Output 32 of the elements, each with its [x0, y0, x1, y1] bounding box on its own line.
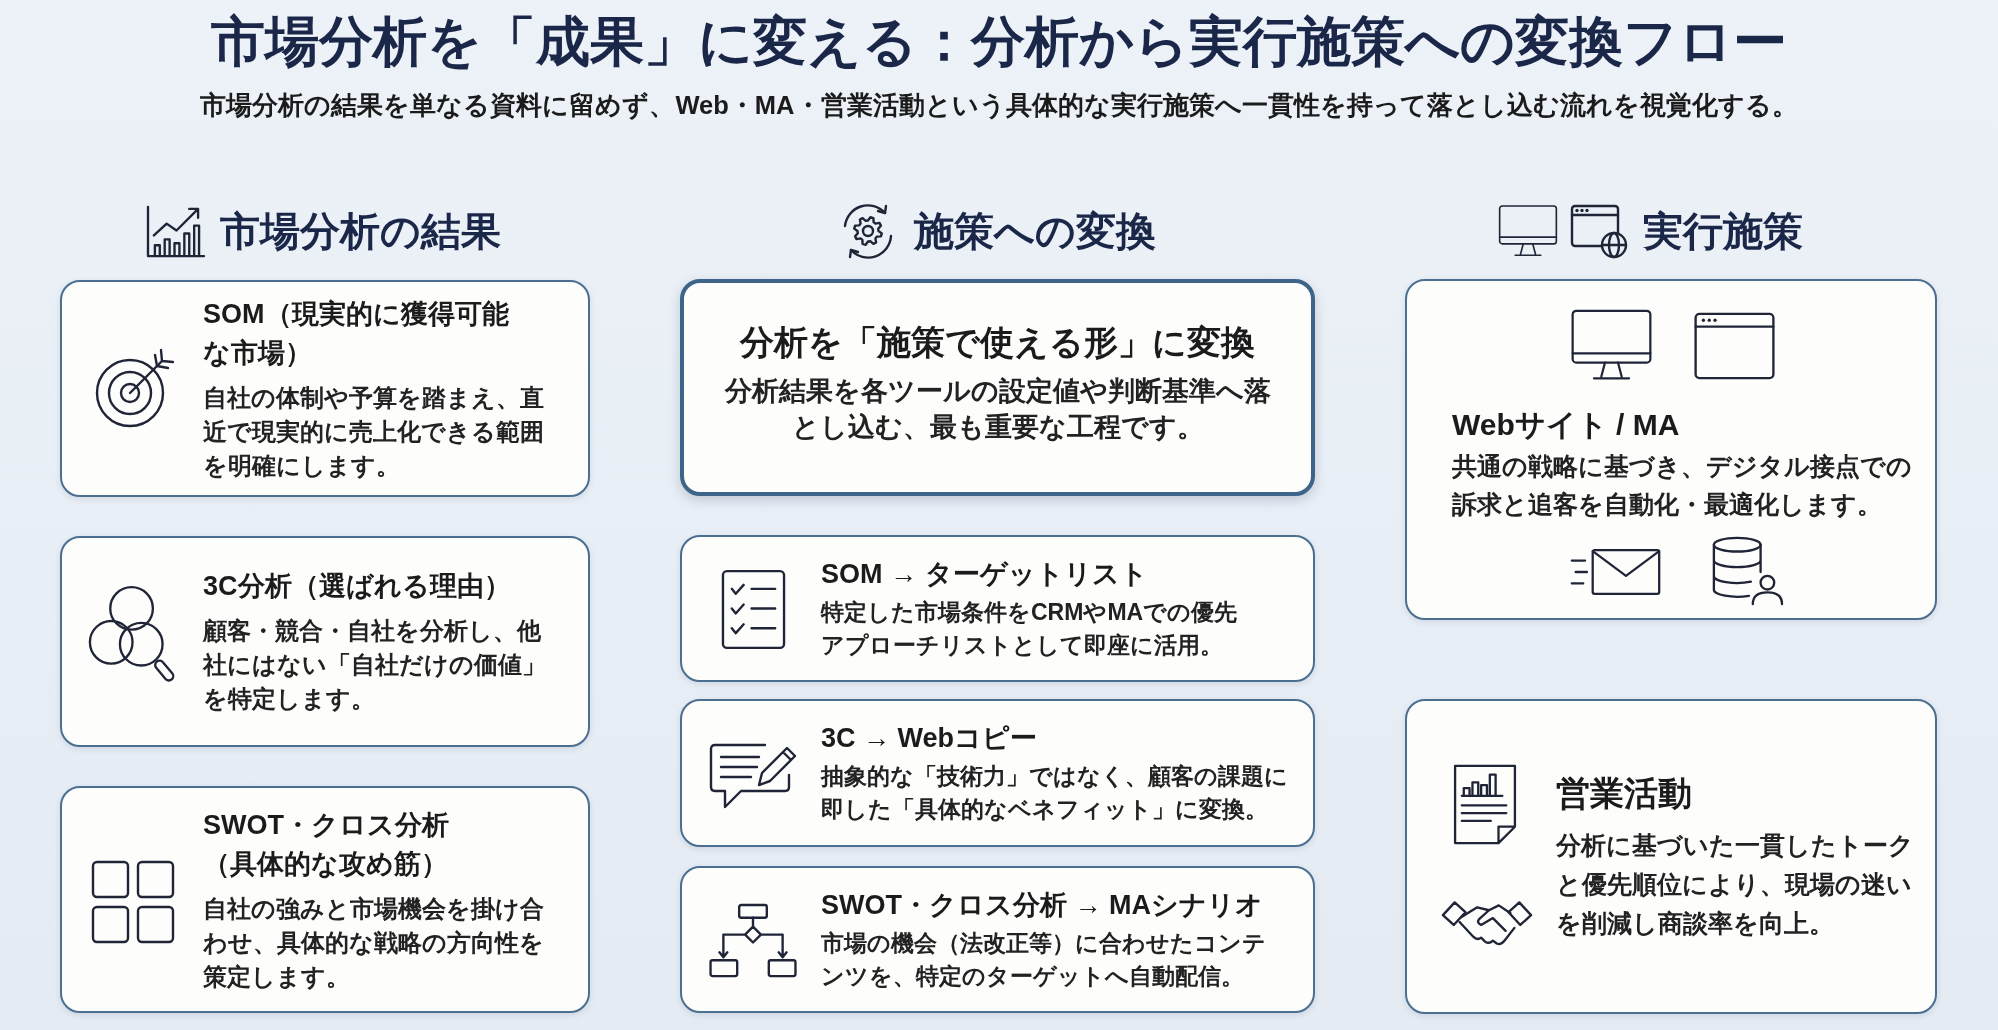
card-title: SOM（現実的に獲得可能な市場） [203, 297, 510, 370]
info-card [680, 866, 1315, 1013]
info-card [680, 699, 1315, 847]
info-card [1405, 699, 1937, 1014]
column-heading: 実行施策 [1643, 207, 1803, 255]
card-description: 共通の戦略に基づき、デジタル接点での訴求と追客を自動化・最適化します。 [1452, 451, 1913, 520]
card-title: 3C分析（選ばれる理由） [203, 570, 511, 603]
card-title: 3C → Webコピー [821, 722, 1038, 755]
card-description: 分析に基づいた一貫したトークと優先順位により、現場の迷いを削減し商談率を向上。 [1556, 830, 1915, 939]
info-card [680, 535, 1315, 682]
subtitle: 市場分析の結果を単なる資料に留めず、Web・MA・営業活動という具体的な実行施策へ一貫性を持って落とし込む流れを視覚化する。 [200, 90, 1798, 122]
card-title: 営業活動 [1556, 773, 1692, 814]
info-card [60, 536, 590, 747]
column-heading: 市場分析の結果 [220, 207, 501, 255]
title: 市場分析を「成果」に変える：分析から実行施策への変換フロー [211, 10, 1787, 73]
info-card [1405, 279, 1937, 620]
card-description: 自社の強みと市場機会を掛け合わせ、具体的な戦略の方向性を策定します。 [203, 894, 545, 992]
card-title: SOM → ターゲットリスト [821, 557, 1148, 591]
card-description: 市場の機会（法改正等）に合わせたコンテンツを、特定のターゲットへ自動配信。 [821, 928, 1267, 991]
card-title: SWOT・クロス分析 → MAシナリオ [821, 888, 1263, 922]
card-description: 顧客・競合・自社を分析し、他社にはない「自社だけの価値」を特定します。 [203, 617, 547, 714]
card-title: Webサイト / MA [1452, 407, 1680, 443]
highlight-card [680, 279, 1315, 496]
card-description: 抽象的な「技術力」ではなく、顧客の課題に即した「具体的なベネフィット」に変換。 [821, 762, 1289, 824]
card-description: 特定した市場条件をCRMやMAでの優先アプローチリストとして即座に活用。 [821, 597, 1239, 660]
column-heading: 施策への変換 [914, 207, 1156, 255]
card-title: SWOT・クロス分析（具体的な攻め筋） [203, 808, 450, 881]
card-description: 分析結果を各ツールの設定値や判断基準へ落とし込む、最も重要な工程です。 [723, 374, 1272, 444]
info-card [60, 280, 590, 497]
card-description: 自社の体制や予算を踏まえ、直近で現実的に売上化できる範囲を明確にします。 [203, 383, 545, 481]
info-card [60, 786, 590, 1013]
card-title: 分析を「施策で使える形」に変換 [740, 321, 1255, 363]
